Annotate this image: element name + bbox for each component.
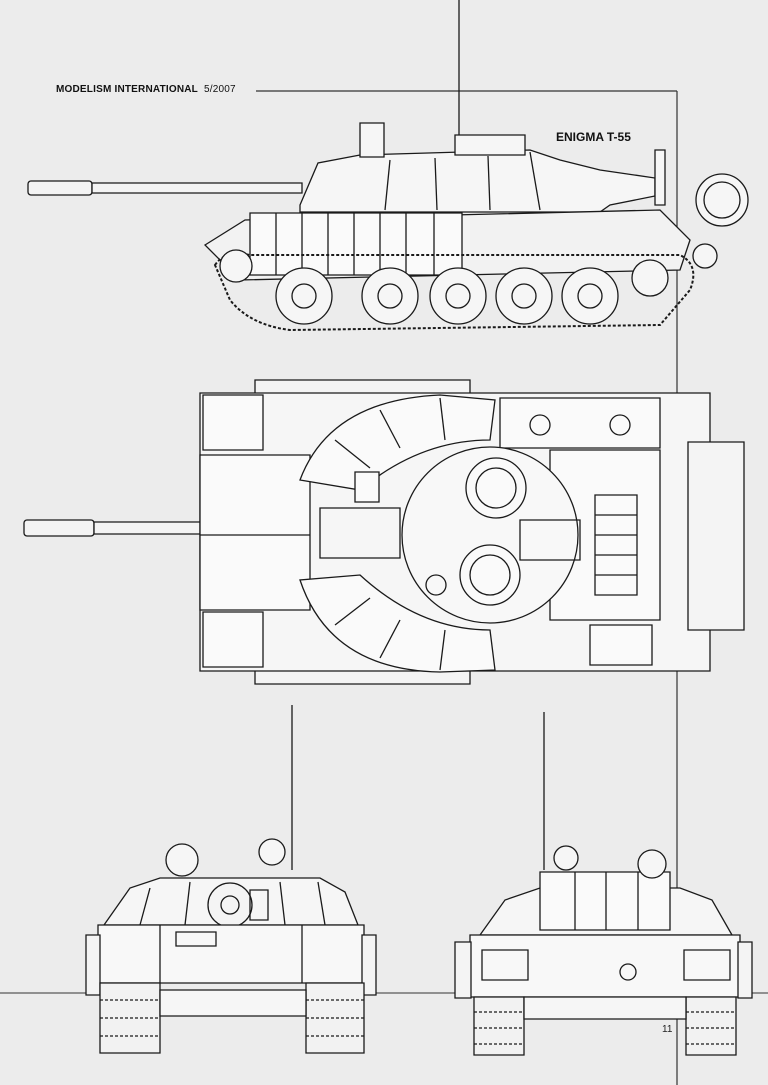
issue-number: 5/2007 bbox=[203, 84, 236, 95]
page-header: MODELISM INTERNATIONAL 5/2007 bbox=[56, 84, 236, 95]
page-number: 11 bbox=[662, 1024, 673, 1035]
publication-name: MODELISM INTERNATIONAL bbox=[56, 84, 198, 95]
drawing-title: ENIGMA T-55 bbox=[556, 130, 631, 144]
